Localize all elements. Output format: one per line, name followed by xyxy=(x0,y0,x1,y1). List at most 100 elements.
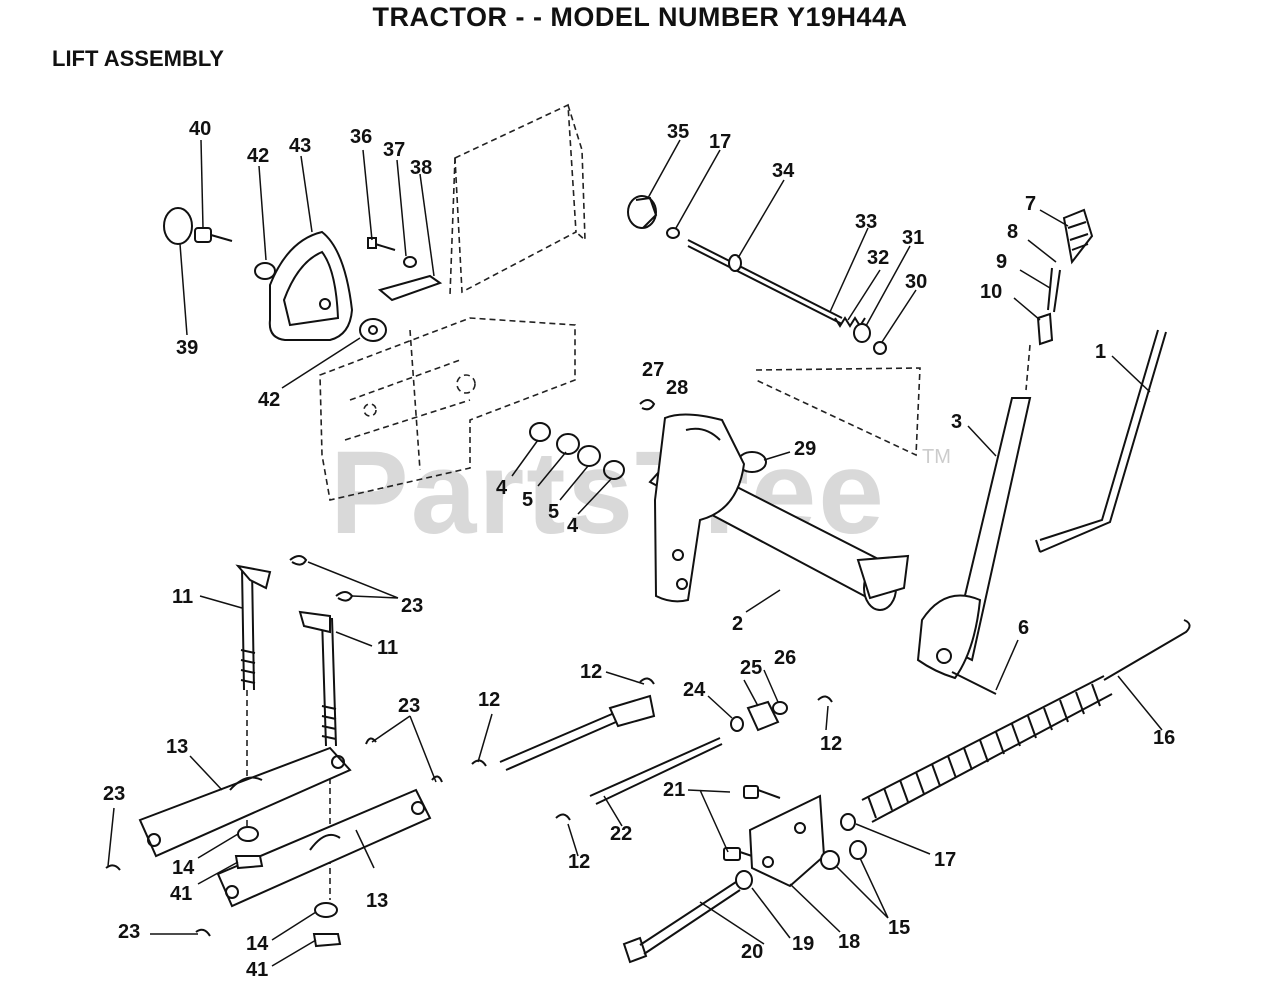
callout-7: 7 xyxy=(1025,193,1036,215)
callout-24: 24 xyxy=(683,679,706,701)
section-subtitle: LIFT ASSEMBLY xyxy=(52,46,224,71)
callout-19: 19 xyxy=(792,933,814,955)
callout-40: 40 xyxy=(189,118,211,140)
part-13-arm-lower xyxy=(216,788,432,908)
callout-25: 25 xyxy=(740,657,762,679)
part-4-ring xyxy=(529,422,551,442)
part-43-plate xyxy=(268,230,354,341)
part-26-pin xyxy=(772,701,788,715)
callout-22: 22 xyxy=(610,823,632,845)
callout-31: 31 xyxy=(902,227,924,249)
callout-12b: 12 xyxy=(580,661,602,683)
part-7-grip xyxy=(1062,208,1094,265)
part-42-washer xyxy=(254,262,276,280)
callout-26: 26 xyxy=(774,647,796,669)
part-34-rod xyxy=(687,239,843,325)
page-title: TRACTOR - - MODEL NUMBER Y19H44A xyxy=(372,2,908,32)
part-23-clip-f xyxy=(195,928,211,937)
callout-17: 17 xyxy=(709,131,731,153)
callout-43: 43 xyxy=(289,135,311,157)
part-17-washer xyxy=(666,227,680,239)
callout-23b: 23 xyxy=(398,695,420,717)
part-13-arm-upper xyxy=(138,746,352,858)
part-4-ring-b xyxy=(603,460,625,480)
part-22-link-rod xyxy=(499,694,723,805)
callout-21: 21 xyxy=(663,779,685,801)
callout-36: 36 xyxy=(350,126,372,148)
part-14-washer-b xyxy=(314,902,338,918)
callout-14: 14 xyxy=(172,857,195,879)
callout-41: 41 xyxy=(170,883,192,905)
part-12-clip-d xyxy=(555,813,571,821)
part-23-clip-b xyxy=(335,591,354,602)
callout-6: 6 xyxy=(1018,617,1029,639)
callout-42: 42 xyxy=(247,145,269,167)
part-16-spring xyxy=(861,619,1191,823)
callout-18: 18 xyxy=(838,931,860,953)
part-42-washer-lower xyxy=(359,318,387,342)
part-15-nut-b xyxy=(849,840,867,860)
callout-13: 13 xyxy=(166,736,188,758)
part-2-lift-shaft xyxy=(648,413,910,611)
callout-41b: 41 xyxy=(246,959,268,981)
callout-4b: 4 xyxy=(567,515,579,537)
callouts: 40 42 43 39 42 36 37 38 35 17 34 33 32 3… xyxy=(103,118,1175,981)
part-11-rod-left xyxy=(235,564,272,691)
part-17-washer-b xyxy=(840,813,856,831)
leader-lines xyxy=(107,139,1163,967)
callout-11: 11 xyxy=(172,586,193,608)
part-5-washer xyxy=(556,433,580,455)
part-23-clip-c xyxy=(365,737,377,745)
part-18-bracket xyxy=(748,794,826,888)
callout-3: 3 xyxy=(951,411,962,433)
part-15-nut xyxy=(820,850,840,870)
part-41-nut-b xyxy=(312,933,342,948)
part-19-washer xyxy=(735,870,753,890)
part-6-screw xyxy=(951,671,997,695)
callout-15: 15 xyxy=(888,917,910,939)
callout-39: 39 xyxy=(176,337,198,359)
part-27-clip xyxy=(639,399,656,411)
callout-38: 38 xyxy=(410,157,432,179)
part-23-clip-e xyxy=(105,864,121,871)
callout-16: 16 xyxy=(1153,727,1175,749)
part-35-knob xyxy=(627,195,658,229)
frame-plate xyxy=(449,103,586,296)
part-31-washer xyxy=(853,323,871,343)
part-12-clip-a xyxy=(471,759,487,767)
part-23-clip-a xyxy=(289,555,308,566)
part-39-ring xyxy=(163,207,193,245)
part-14-washer xyxy=(237,826,259,842)
callout-32: 32 xyxy=(867,247,889,269)
callout-12c: 12 xyxy=(820,733,842,755)
part-30-washer xyxy=(873,341,887,355)
callout-42b: 42 xyxy=(258,389,280,411)
part-41-nut xyxy=(234,855,264,870)
part-3-lift-lever xyxy=(916,397,1032,680)
callout-27: 27 xyxy=(642,359,664,381)
callout-9: 9 xyxy=(996,251,1007,273)
part-12-clip-c xyxy=(817,695,833,703)
part-9-pin xyxy=(1047,267,1061,313)
part-23-clip-d xyxy=(431,775,443,783)
callout-37: 37 xyxy=(383,139,405,161)
callout-20: 20 xyxy=(741,941,763,963)
part-10-spring xyxy=(1036,312,1054,346)
callout-4: 4 xyxy=(496,477,508,499)
callout-11b: 11 xyxy=(377,637,398,659)
part-24-washer xyxy=(730,716,744,732)
callout-23d: 23 xyxy=(118,921,140,943)
part-20-bolt xyxy=(622,881,741,964)
callout-12d: 12 xyxy=(568,851,590,873)
callout-29: 29 xyxy=(794,438,816,460)
frame-mount-block xyxy=(319,317,576,501)
callout-2: 2 xyxy=(732,613,743,635)
part-1-handle-rod xyxy=(1035,329,1167,553)
callout-13b: 13 xyxy=(366,890,388,912)
callout-30: 30 xyxy=(905,271,927,293)
callout-14b: 14 xyxy=(246,933,269,955)
callout-12: 12 xyxy=(478,689,500,711)
part-11-rod-right xyxy=(298,610,337,747)
callout-10: 10 xyxy=(980,281,1002,303)
